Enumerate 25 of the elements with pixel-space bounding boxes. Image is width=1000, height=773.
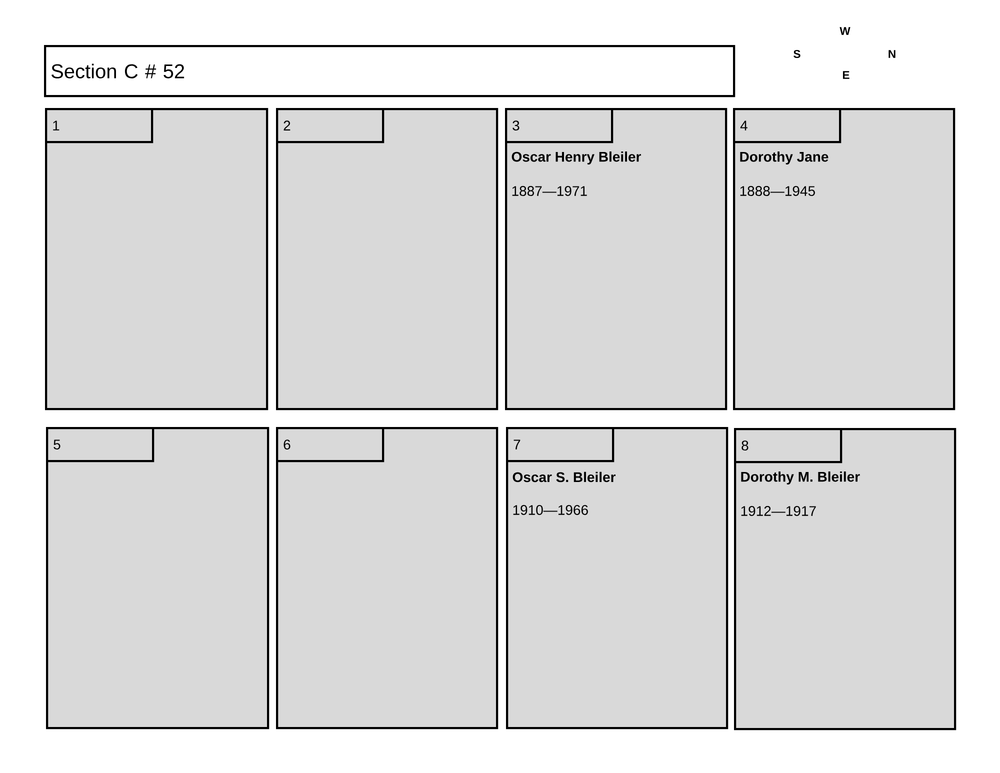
person-name: Dorothy Jane	[740, 151, 828, 165]
plot-box	[45, 108, 268, 410]
person-name: Dorothy M. Bleiler	[741, 471, 860, 485]
plot-number-tab: 5	[46, 427, 154, 462]
person-name: Oscar Henry Bleiler	[512, 151, 641, 165]
plot-box	[46, 427, 270, 730]
plot-number-tab: 7	[506, 427, 614, 462]
compass-letter: N	[888, 50, 896, 58]
section-title-box: Section C # 52	[44, 45, 736, 98]
compass-letter: W	[840, 27, 850, 35]
compass-letter: E	[842, 71, 850, 79]
compass-letter: S	[794, 50, 800, 58]
life-dates: 1910—1966	[513, 505, 588, 515]
life-dates: 1888—1945	[740, 186, 815, 196]
plot-number-tab: 6	[276, 427, 384, 462]
plot-number-tab: 4	[733, 108, 842, 144]
plot-box	[276, 108, 498, 410]
plot-number-tab: 2	[276, 108, 384, 144]
plot-number-tab: 3	[505, 108, 614, 144]
plot-number-tab: 1	[45, 108, 154, 144]
plot-box	[276, 427, 498, 730]
plot-number-tab: 8	[734, 428, 842, 464]
person-name: Oscar S. Bleiler	[512, 472, 616, 482]
life-dates: 1912—1917	[741, 506, 816, 516]
life-dates: 1887—1971	[512, 186, 587, 196]
